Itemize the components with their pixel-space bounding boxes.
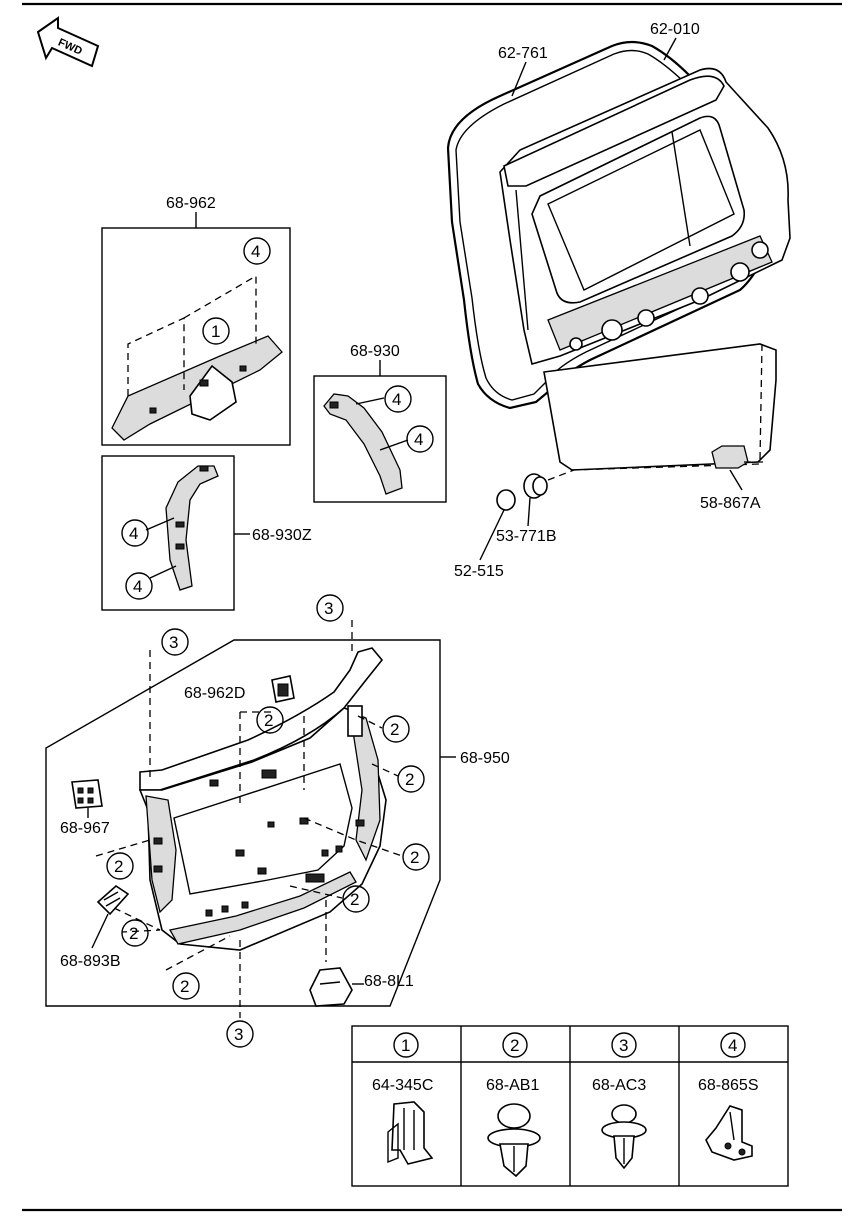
part-label-62-761: 62-761 xyxy=(498,45,548,62)
callout-4-label: 4 xyxy=(251,242,260,261)
part-label-68-962: 68-962 xyxy=(166,195,216,212)
clip-64-345c-icon xyxy=(387,1101,434,1165)
callout-1 xyxy=(202,317,230,345)
legend-part-2: 68-AB1 xyxy=(486,1077,539,1094)
bezel-68-962d xyxy=(271,675,295,703)
part-label-53-771b: 53-771B xyxy=(496,528,557,545)
callout-4-label: 4 xyxy=(129,524,138,543)
trim-68-962 xyxy=(111,274,283,441)
box-68-930z xyxy=(101,455,235,611)
part-label-68-950: 68-950 xyxy=(460,750,510,767)
callout-4 xyxy=(406,425,434,453)
callout-2-label: 2 xyxy=(350,890,359,909)
callout-4 xyxy=(125,572,153,600)
liftgate-assembly xyxy=(446,40,791,471)
clip-68-865s-icon xyxy=(705,1105,753,1161)
callout-3-label: 3 xyxy=(324,599,333,618)
cover-68-893b xyxy=(96,884,130,916)
bumper-68-8l1 xyxy=(309,967,353,1007)
callout-2-label: 2 xyxy=(180,977,189,996)
part-label-68-930: 68-930 xyxy=(350,343,400,360)
part-label-68-893b: 68-893B xyxy=(60,953,121,970)
part-label-68-962d: 68-962D xyxy=(184,685,245,702)
callout-4-label: 4 xyxy=(414,430,423,449)
legend-num-3: 3 xyxy=(619,1036,628,1055)
legend-num-2: 2 xyxy=(510,1036,519,1055)
callout-2-label: 2 xyxy=(410,848,419,867)
handle-68-967 xyxy=(71,779,103,809)
callout-3-label: 3 xyxy=(169,633,178,652)
legend-part-3: 68-AC3 xyxy=(592,1077,646,1094)
part-label-68-967: 68-967 xyxy=(60,820,110,837)
callout-3: 3 xyxy=(316,594,344,622)
callout-2: 2 xyxy=(402,843,430,871)
callout-4 xyxy=(384,385,412,413)
callout-2-label: 2 xyxy=(264,711,273,730)
callout-2: 2 xyxy=(397,765,425,793)
callout-2: 2 xyxy=(342,885,370,913)
callout-3: 3 xyxy=(161,628,189,656)
legend-num-1: 1 xyxy=(401,1036,410,1055)
fastener-legend-table: 1 2 3 4 64-345C 68-AB1 68-AC3 68-865S xyxy=(351,1025,789,1187)
callout-1-label: 1 xyxy=(211,322,220,341)
callout-2: 2 xyxy=(121,919,149,947)
callout-3-label: 3 xyxy=(234,1025,243,1044)
legend-part-4: 68-865S xyxy=(698,1077,759,1094)
fwd-arrow-icon: FWD xyxy=(36,16,100,68)
callout-2: 2 xyxy=(172,972,200,1000)
part-label-68-8l1: 68-8L1 xyxy=(364,973,414,990)
callout-2: 2 xyxy=(106,852,134,880)
clip-68-ab1-icon xyxy=(487,1103,541,1178)
box-68-962 xyxy=(101,227,291,446)
plug-52-515 xyxy=(496,489,516,511)
callout-4-label: 4 xyxy=(133,577,142,596)
legend-num-4: 4 xyxy=(728,1036,737,1055)
legend-part-1: 64-345C xyxy=(372,1077,433,1094)
callout-2-label: 2 xyxy=(114,857,123,876)
clip-68-ac3-icon xyxy=(601,1104,647,1170)
part-label-52-515: 52-515 xyxy=(454,563,504,580)
trim-68-930 xyxy=(323,393,409,495)
bump-stop-53-771b xyxy=(523,469,575,499)
callout-3: 3 xyxy=(226,1020,254,1048)
callout-4-label: 4 xyxy=(392,390,401,409)
box-68-950 xyxy=(45,639,441,1007)
callout-4 xyxy=(243,237,271,265)
callout-2: 2 xyxy=(382,715,410,743)
part-label-58-867a: 58-867A xyxy=(700,495,761,512)
bracket-58-867a xyxy=(711,445,766,469)
callout-2: 2 xyxy=(256,706,284,734)
part-label-68-930z: 68-930Z xyxy=(252,527,312,544)
trim-68-930z xyxy=(145,465,219,591)
callout-2-label: 2 xyxy=(129,924,138,943)
callout-4 xyxy=(121,519,149,547)
part-label-62-010: 62-010 xyxy=(650,21,700,38)
callout-2-label: 2 xyxy=(390,720,399,739)
box-68-930 xyxy=(313,375,447,503)
callout-2-label: 2 xyxy=(405,770,414,789)
trim-panel-68-950 xyxy=(95,620,403,1018)
